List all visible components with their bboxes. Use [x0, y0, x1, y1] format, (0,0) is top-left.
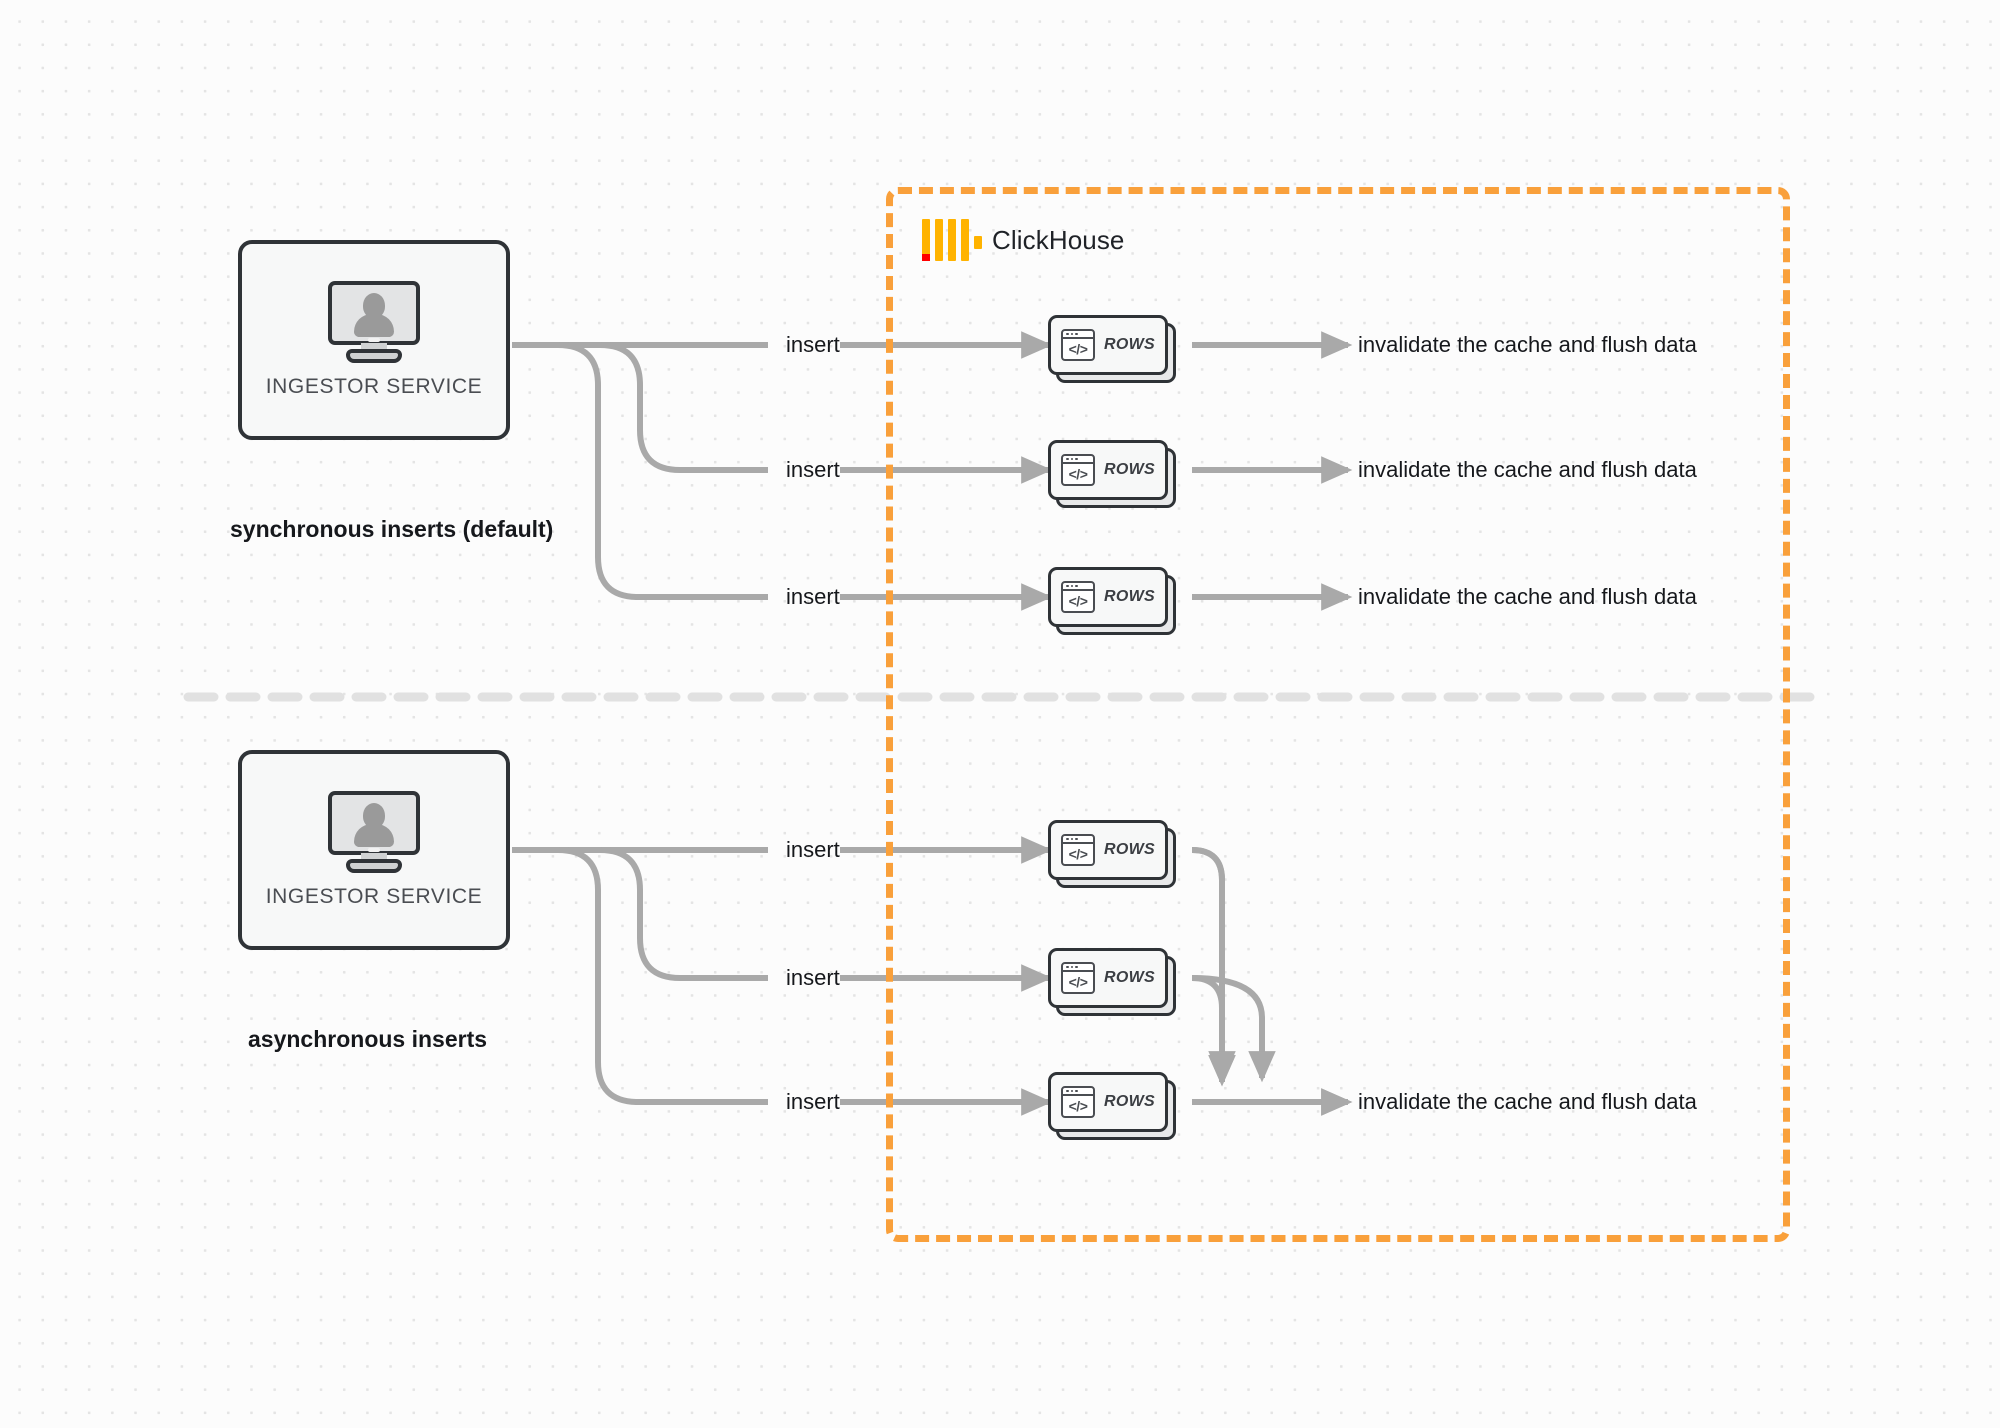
async-fanout-row2: [599, 847, 768, 981]
clickhouse-logo-icon: [922, 219, 982, 261]
ingestor-service-label-sync: INGESTOR SERVICE: [265, 375, 483, 398]
flush-label-sync-3: invalidate the cache and flush data: [1358, 584, 1697, 609]
insert-label-sync-3: insert: [786, 584, 840, 609]
rows-card-async-1[interactable]: </> ROWS: [1048, 820, 1176, 888]
code-icon: </>: [1061, 454, 1095, 486]
monitor-user-icon: [328, 281, 420, 363]
rows-label: ROWS: [1104, 841, 1155, 858]
ingestor-service-label-async: INGESTOR SERVICE: [265, 885, 483, 908]
insert-label-async-2: insert: [786, 965, 840, 990]
code-icon: </>: [1061, 329, 1095, 361]
code-icon: </>: [1061, 962, 1095, 994]
code-icon: </>: [1061, 834, 1095, 866]
flush-label-async: invalidate the cache and flush data: [1358, 1089, 1697, 1114]
rows-label: ROWS: [1104, 969, 1155, 986]
section-caption-asynchronous: asynchronous inserts: [248, 1026, 488, 1052]
rows-card-sync-1[interactable]: </> ROWS: [1048, 315, 1176, 383]
monitor-user-icon: [328, 791, 420, 873]
async-fanout-row3: [557, 847, 768, 1105]
rows-label: ROWS: [1104, 588, 1155, 605]
rows-card-async-3[interactable]: </> ROWS: [1048, 1072, 1176, 1140]
sync-fanout-row2: [599, 342, 768, 473]
sync-fanout-row3: [557, 342, 768, 600]
rows-label: ROWS: [1104, 1093, 1155, 1110]
rows-label: ROWS: [1104, 336, 1155, 353]
insert-label-sync-1: insert: [786, 332, 840, 357]
insert-label-sync-2: insert: [786, 457, 840, 482]
ingestor-service-sync[interactable]: INGESTOR SERVICE: [238, 240, 510, 440]
code-icon: </>: [1061, 1086, 1095, 1118]
code-icon: </>: [1061, 581, 1095, 613]
clickhouse-brand: ClickHouse: [922, 219, 1125, 261]
clickhouse-boundary: [886, 187, 1790, 1242]
rows-card-async-2[interactable]: </> ROWS: [1048, 948, 1176, 1016]
ingestor-service-async[interactable]: INGESTOR SERVICE: [238, 750, 510, 950]
rows-label: ROWS: [1104, 461, 1155, 478]
flush-label-sync-1: invalidate the cache and flush data: [1358, 332, 1697, 357]
clickhouse-label: ClickHouse: [992, 224, 1125, 255]
insert-label-async-1: insert: [786, 837, 840, 862]
insert-label-async-3: insert: [786, 1089, 840, 1114]
flush-label-sync-2: invalidate the cache and flush data: [1358, 457, 1697, 482]
rows-card-sync-2[interactable]: </> ROWS: [1048, 440, 1176, 508]
rows-card-sync-3[interactable]: </> ROWS: [1048, 567, 1176, 635]
section-caption-synchronous: synchronous inserts (default): [230, 516, 554, 542]
